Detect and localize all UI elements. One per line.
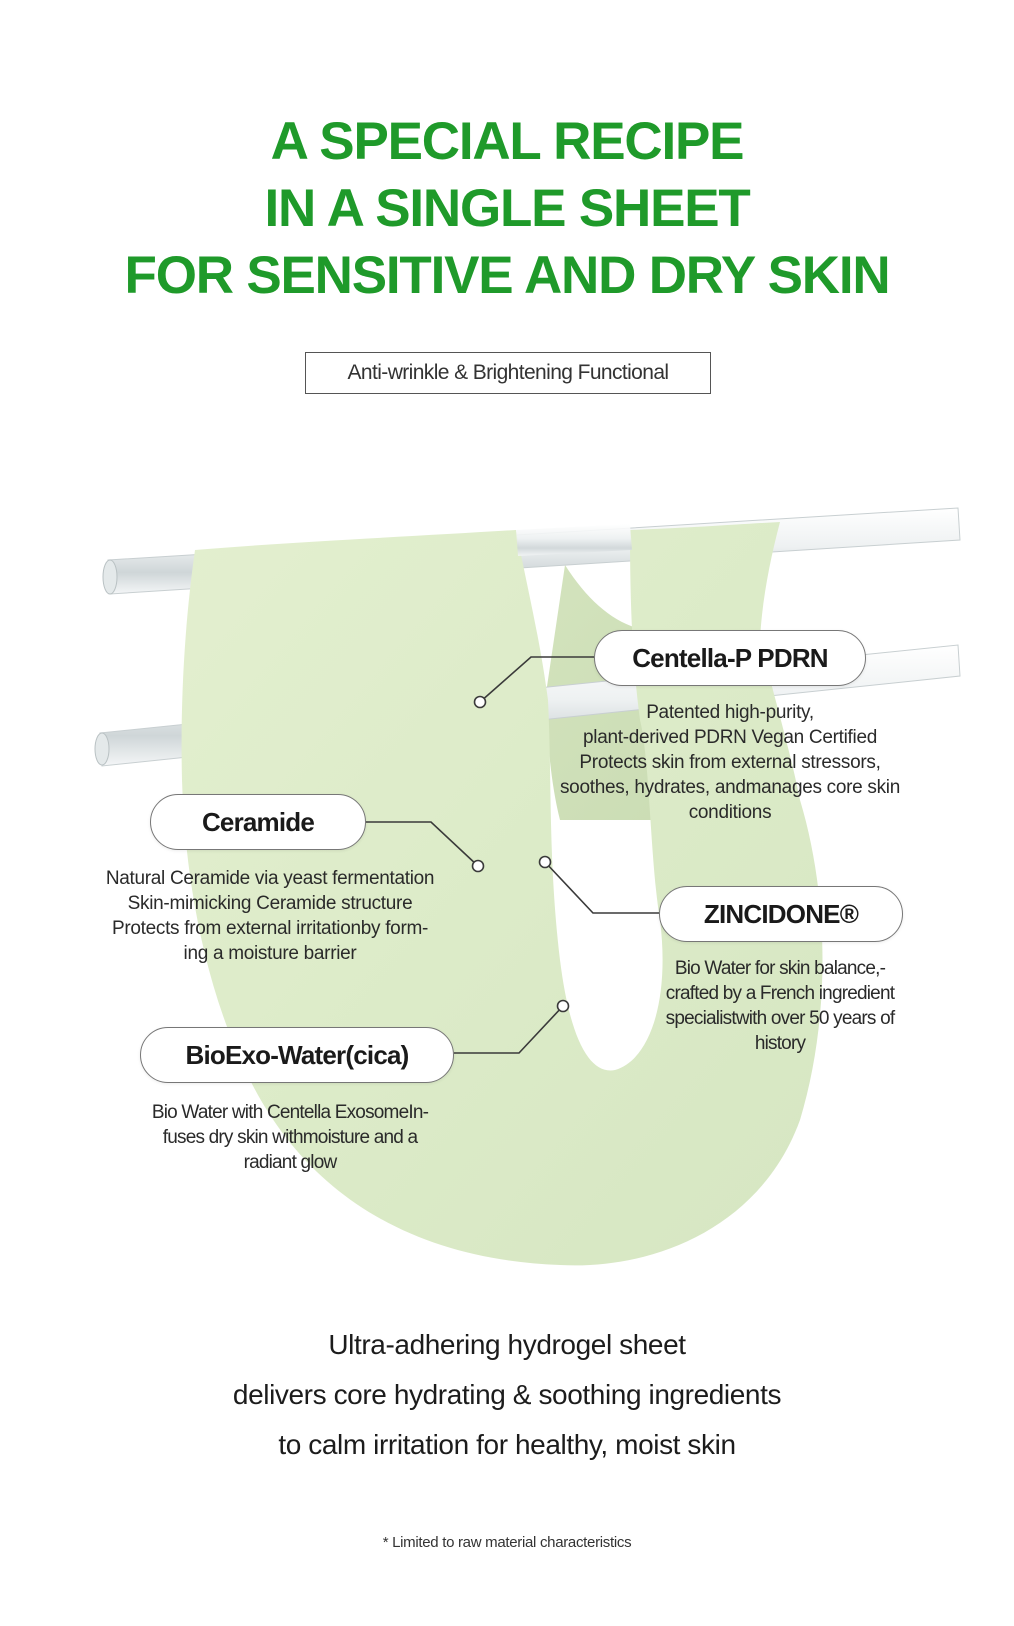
centella-leader-line: [479, 656, 594, 703]
bioexo-description-line: Bio Water with Centella ExosomeIn-: [151, 1102, 429, 1123]
headline-line-2: IN A SINGLE SHEET: [264, 179, 750, 238]
bioexo-description-line: radiant glow: [243, 1152, 338, 1173]
bottom-copy-line-3: to calm irritation for healthy, moist sk…: [278, 1429, 736, 1460]
ceramide-description-line: ing a moisture barrier: [183, 943, 357, 964]
centella-description-line: soothes, hydrates, andmanages core skin: [559, 777, 900, 798]
bioexo-leader-dot: [556, 999, 570, 1013]
bioexo-description: Bio Water with Centella ExosomeIn- fuses…: [130, 1100, 450, 1175]
centella-leader-dot: [473, 695, 487, 709]
centella-description-line: conditions: [688, 802, 772, 823]
ingredient-pill-centella-p-pdrn: Centella-P PDRN: [594, 630, 866, 686]
ceramide-leader-line: [366, 821, 479, 867]
ceramide-description-line: Skin-mimicking Ceramide structure: [127, 893, 413, 914]
subtitle-badge: Anti-wrinkle & Brightening Functional: [305, 352, 711, 394]
headline-line-3: FOR SENSITIVE AND DRY SKIN: [124, 246, 891, 305]
ceramide-description-line: Natural Ceramide via yeast fermentation: [105, 868, 435, 889]
bottom-copy: Ultra-adhering hydrogel sheet delivers c…: [0, 1320, 1014, 1470]
headline: A SPECIAL RECIPE IN A SINGLE SHEET FOR S…: [0, 108, 1014, 309]
bottom-copy-line-1: Ultra-adhering hydrogel sheet: [328, 1329, 686, 1360]
zincidone-description: Bio Water for skin balance,- crafted by …: [640, 956, 920, 1056]
zincidone-leader-dot: [538, 855, 552, 869]
ceramide-description: Natural Ceramide via yeast fermentation …: [80, 866, 460, 966]
centella-description-line: Protects skin from external stressors,: [579, 752, 881, 773]
zincidone-description-line: history: [754, 1033, 806, 1054]
upper-glass-rod: [102, 507, 961, 595]
bioexo-leader-line: [454, 1005, 564, 1054]
ingredient-pill-bioexo-water: BioExo-Water(cica): [140, 1027, 454, 1083]
zincidone-leader-line: [544, 861, 659, 914]
ingredient-pill-zincidone: ZINCIDONE®: [659, 886, 903, 942]
footnote: * Limited to raw material characteristic…: [382, 1534, 632, 1551]
bioexo-description-line: fuses dry skin withmoisture and a: [162, 1127, 418, 1148]
centella-description-line: Patented high-purity,: [646, 702, 814, 723]
centella-description: Patented high-purity, plant-derived PDRN…: [530, 700, 930, 825]
centella-description-line: plant-derived PDRN Vegan Certified: [583, 727, 877, 748]
ingredient-pill-ceramide: Ceramide: [150, 794, 366, 850]
headline-line-1: A SPECIAL RECIPE: [270, 112, 745, 171]
zincidone-description-line: Bio Water for skin balance,-: [674, 958, 886, 979]
ceramide-description-line: Protects from external irritationby form…: [111, 918, 429, 939]
bottom-copy-line-2: delivers core hydrating & soothing ingre…: [232, 1379, 782, 1410]
zincidone-description-line: specialistwith over 50 years of: [665, 1008, 895, 1029]
zincidone-description-line: crafted by a French ingredient: [665, 983, 895, 1004]
ceramide-leader-dot: [471, 859, 485, 873]
